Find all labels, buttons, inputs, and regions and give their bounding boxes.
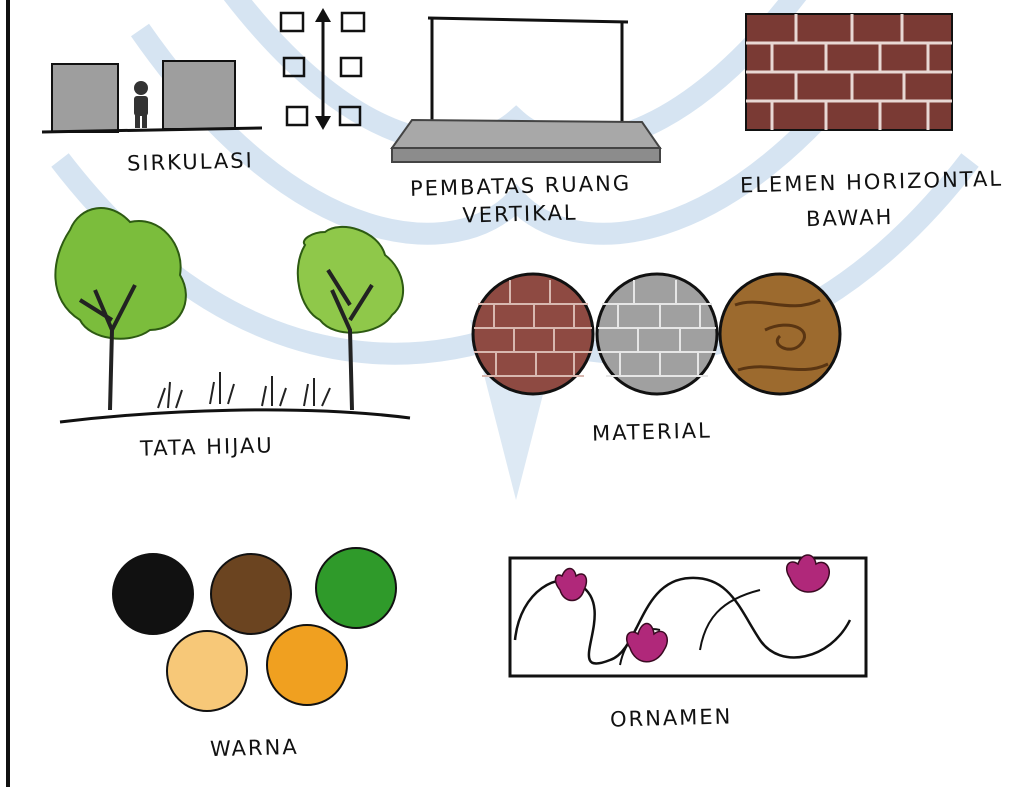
grass-icon bbox=[157, 372, 331, 409]
label-tata-hijau: TATA HIJAU bbox=[139, 433, 275, 461]
label-ornamen: ORNAMEN bbox=[609, 704, 733, 732]
tree-icon bbox=[296, 225, 405, 411]
ornamen-sketch bbox=[508, 554, 868, 678]
flower-icon bbox=[554, 567, 588, 602]
person-icon bbox=[134, 81, 148, 128]
brick-wall bbox=[745, 13, 953, 131]
label-elemen-line2: BAWAH bbox=[805, 204, 894, 232]
label-warna: WARNA bbox=[209, 734, 299, 762]
color-swatch-brown bbox=[210, 553, 292, 635]
material-swatches bbox=[471, 272, 842, 396]
warna-swatches bbox=[112, 547, 397, 712]
color-swatch-green bbox=[315, 547, 397, 629]
label-sirkulasi: SIRKULASI bbox=[126, 148, 255, 176]
window-grid bbox=[279, 11, 366, 127]
wood-material bbox=[718, 272, 842, 396]
color-swatch-orange bbox=[266, 624, 348, 706]
label-material: MATERIAL bbox=[591, 418, 713, 446]
tree-icon bbox=[54, 207, 187, 411]
tata-hijau-sketch bbox=[54, 207, 411, 424]
color-swatch-light-orange bbox=[166, 630, 248, 712]
sirkulasi-sketch bbox=[41, 8, 366, 134]
double-arrow-icon bbox=[315, 8, 331, 130]
flower-icon bbox=[626, 622, 668, 663]
stone-material bbox=[595, 272, 719, 396]
color-swatch-black bbox=[112, 553, 194, 635]
brick-material bbox=[471, 272, 595, 396]
pembatas-sketch bbox=[390, 16, 662, 163]
flower-icon bbox=[786, 554, 830, 593]
